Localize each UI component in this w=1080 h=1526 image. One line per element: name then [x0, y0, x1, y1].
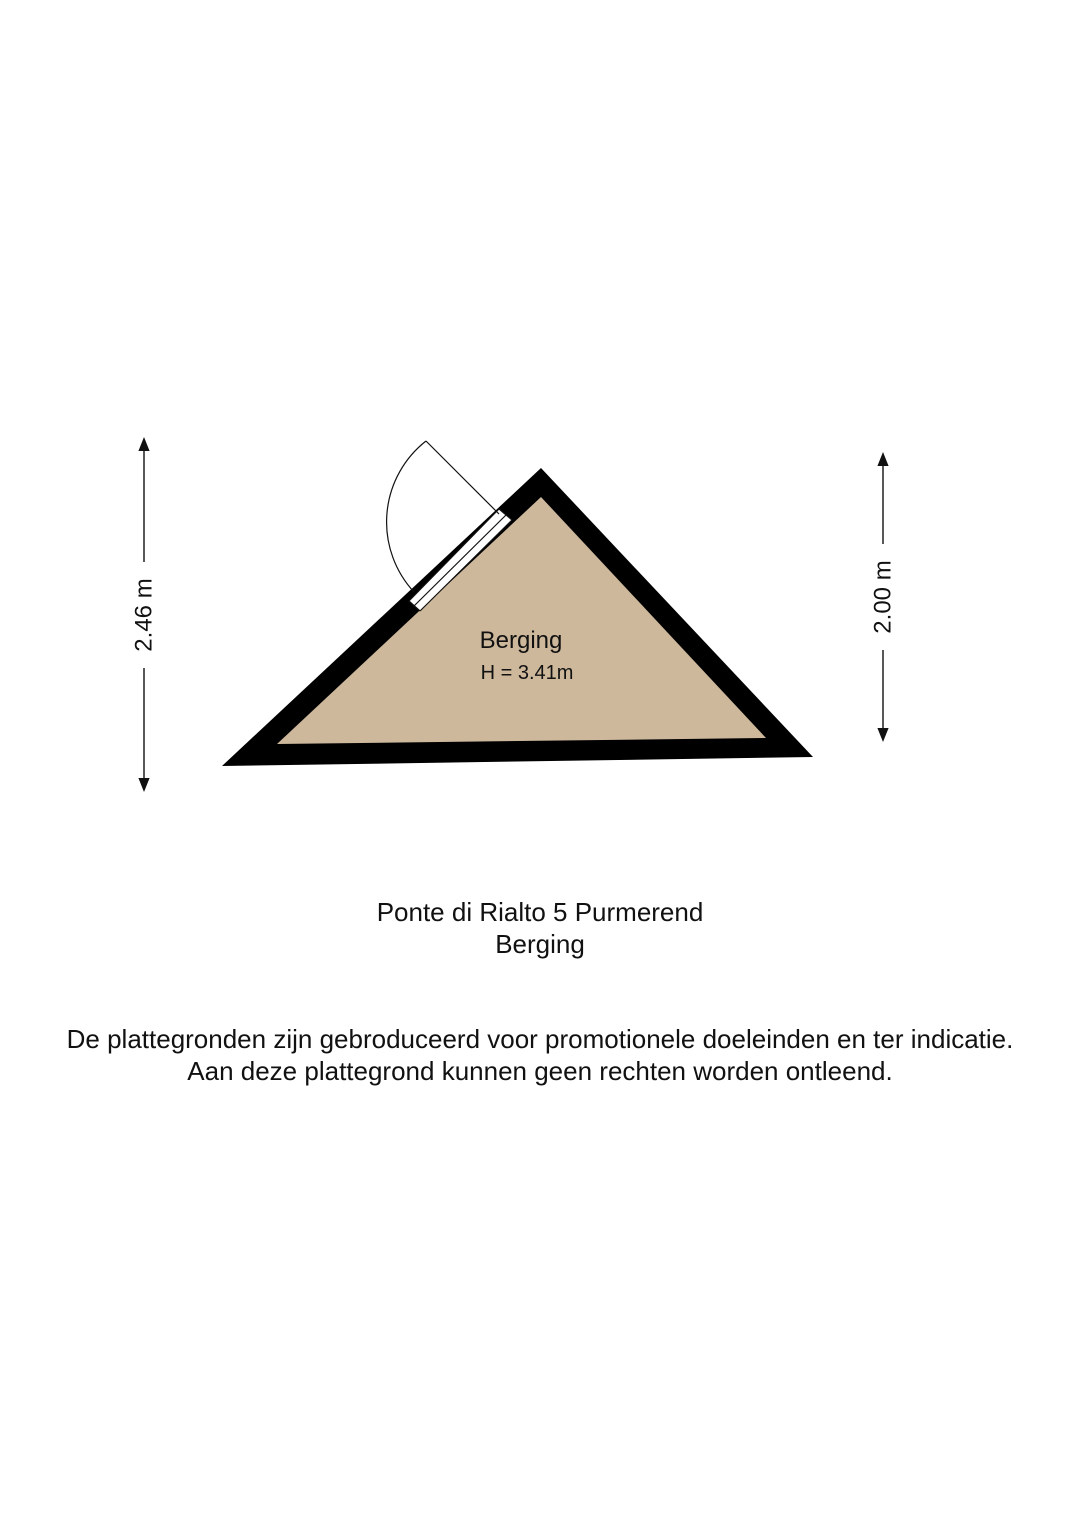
caption-room: Berging	[495, 929, 585, 959]
room-floor	[277, 497, 766, 744]
room-name-label: Berging	[480, 627, 563, 654]
right-dimension-label: 2.00 m	[870, 560, 897, 633]
left-dimension: 2.46 m	[131, 437, 158, 792]
left-dimension-label: 2.46 m	[131, 578, 158, 651]
caption-address: Ponte di Rialto 5 Purmerend	[376, 897, 704, 927]
disclaimer-line-1: De plattegronden zijn gebroduceerd voor …	[66, 1024, 1014, 1054]
room-height-label: H = 3.41m	[481, 662, 574, 684]
disclaimer-line-2: Aan deze plattegrond kunnen geen rechten…	[187, 1056, 893, 1086]
right-dimension: 2.00 m	[870, 452, 897, 742]
door-frame	[408, 508, 513, 612]
door-swing	[386, 440, 500, 593]
